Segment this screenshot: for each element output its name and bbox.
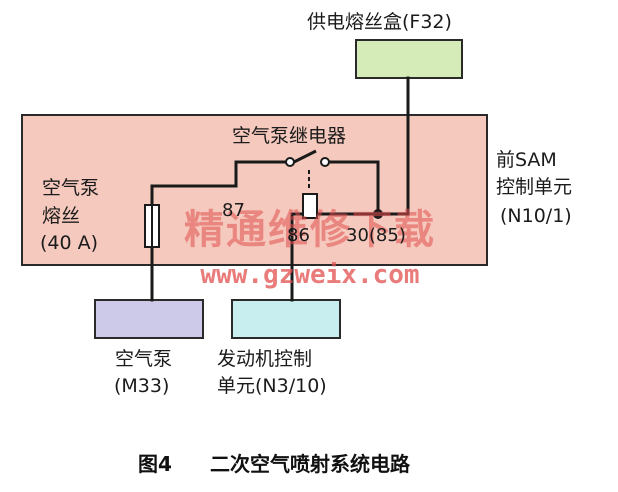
sam-label-line1: 前SAM xyxy=(496,149,557,171)
figure-number: 图4 xyxy=(138,452,172,476)
pin-86-label: 86 xyxy=(287,225,310,246)
wire-30-contact xyxy=(323,160,380,216)
figure-title: 二次空气喷射系统电路 xyxy=(210,452,411,476)
fuse-label-line3: (40 A) xyxy=(40,232,98,254)
relay-label: 空气泵继电器 xyxy=(232,125,346,147)
relay-contact-87 xyxy=(285,157,295,167)
engine-control-unit-box xyxy=(231,299,341,339)
ecu-label-line2: 单元(N3/10) xyxy=(217,375,327,397)
power-fuse-box-f32 xyxy=(355,39,463,79)
watermark-cn: 精通维修下载 xyxy=(184,207,436,253)
pin-87-label: 87 xyxy=(222,200,245,221)
sam-label-line3: (N10/1) xyxy=(500,205,572,227)
junction-node xyxy=(373,209,383,219)
watermark-url: www.gzweix.com xyxy=(200,260,419,290)
relay-switch-blade xyxy=(293,149,317,164)
wiring xyxy=(150,76,410,302)
sam-label-line2: 控制单元 xyxy=(496,176,572,198)
wire-86 xyxy=(290,212,305,302)
wire-supply xyxy=(376,76,410,216)
pump-label-line1: 空气泵 xyxy=(115,348,172,370)
ecu-label-line1: 发动机控制 xyxy=(217,348,312,370)
pump-label-line2: (M33) xyxy=(114,375,169,397)
relay-contact-30 xyxy=(320,157,330,167)
wire-87 xyxy=(150,160,292,207)
fuse-box-label: 供电熔丝盒(F32) xyxy=(307,11,452,33)
pin-30-label: 30(85) xyxy=(346,225,406,246)
relay-coil xyxy=(302,193,318,219)
air-pump-m33-box xyxy=(94,299,204,339)
fuse-label-line2: 熔丝 xyxy=(42,205,80,227)
fuse-label-line1: 空气泵 xyxy=(42,177,99,199)
